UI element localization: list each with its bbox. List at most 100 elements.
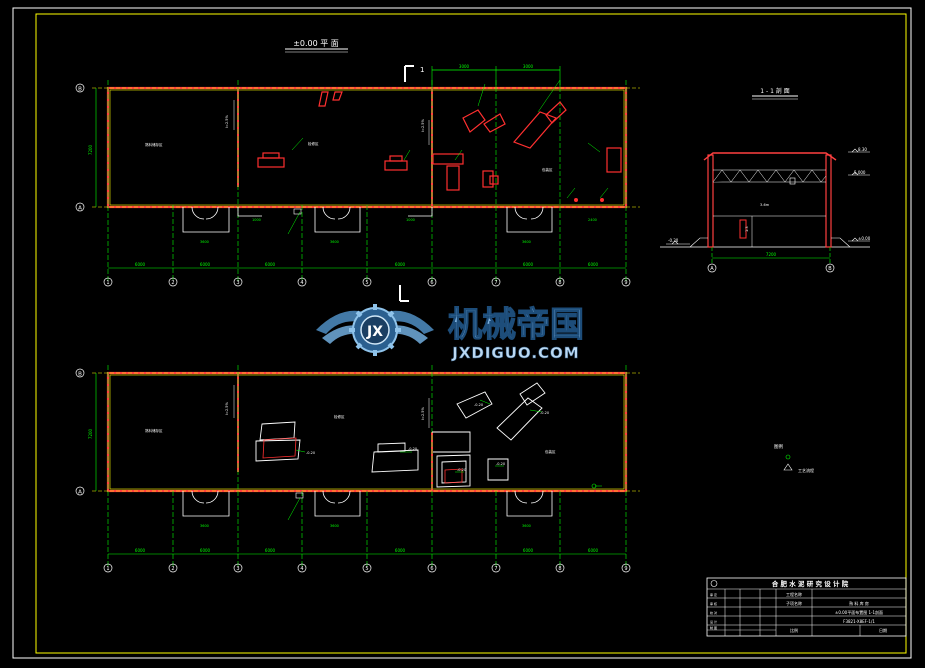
drawing-name: ±0.00平面布置图 1-1剖面 (835, 609, 883, 615)
elev-right: ±0.00 (858, 236, 871, 241)
svg-text:3000: 3000 (459, 64, 470, 69)
svg-text:2400: 2400 (588, 218, 597, 222)
svg-text:2: 2 (171, 280, 174, 286)
svg-text:9: 9 (624, 280, 627, 286)
svg-text:I=2.5%: I=2.5% (225, 114, 229, 128)
foundations-bottom (255, 382, 546, 488)
svg-text:6000: 6000 (523, 548, 534, 553)
svg-text:3600: 3600 (330, 524, 339, 528)
elev-top: 8.30 (858, 147, 867, 152)
svg-text:I=2.5%: I=2.5% (225, 401, 229, 415)
svg-text:3-6m: 3-6m (760, 203, 770, 207)
svg-text:I=2.5%: I=2.5% (421, 406, 425, 420)
svg-text:-0.20: -0.20 (306, 451, 315, 455)
title-block: 合 肥 水 泥 研 究 设 计 院 工程名称 子项名称 熟 料 库 房 ±0.0… (706, 577, 907, 637)
watermark-logo: JX 机械帝国 JXDIGUO.COM (316, 304, 585, 362)
svg-text:7: 7 (494, 280, 497, 286)
legend-item: 工艺流程 (798, 467, 814, 473)
section-title: 1 - 1 剖 面 (760, 87, 789, 95)
svg-text:7200: 7200 (766, 252, 777, 257)
sub-project-label: 子项名称 (786, 600, 802, 606)
svg-text:1: 1 (106, 566, 109, 572)
project-name-label: 工程名称 (786, 591, 802, 597)
door-group-top (182, 206, 553, 233)
column-bubbles-bottom: 1 2 3 4 5 6 7 8 9 (103, 563, 631, 573)
svg-text:6000: 6000 (265, 548, 276, 553)
building-outline (106, 86, 628, 209)
svg-text:3600: 3600 (522, 240, 531, 244)
svg-text:6000: 6000 (135, 262, 146, 267)
svg-text:4: 4 (300, 280, 303, 286)
top-plan: ±0.00 平 面 1 3000 3000 (75, 39, 640, 287)
svg-text:3: 3 (236, 566, 239, 572)
svg-text:6000: 6000 (200, 548, 211, 553)
svg-text:包装区: 包装区 (545, 449, 556, 454)
date-label: 日期 (879, 627, 887, 633)
svg-text:6000: 6000 (588, 262, 599, 267)
svg-text:制 图: 制 图 (710, 625, 717, 630)
svg-text:7200: 7200 (88, 144, 93, 155)
svg-text:3: 3 (236, 280, 239, 286)
svg-text:6000: 6000 (395, 548, 406, 553)
svg-text:审 核: 审 核 (710, 601, 717, 606)
svg-text:8: 8 (558, 280, 561, 286)
svg-text:6000: 6000 (395, 262, 406, 267)
svg-text:设 计: 设 计 (710, 619, 717, 624)
svg-text:5: 5 (365, 566, 368, 572)
axis-bubble-A: A (78, 206, 82, 212)
svg-text:1000: 1000 (406, 218, 415, 222)
svg-text:5: 5 (365, 280, 368, 286)
svg-text:7200: 7200 (88, 428, 93, 439)
svg-text:检修区: 检修区 (334, 414, 345, 419)
elev-mid: 5.000 (854, 170, 866, 175)
svg-text:包装区: 包装区 (542, 167, 553, 172)
svg-text:7: 7 (494, 566, 497, 572)
institute-name: 合 肥 水 泥 研 究 设 计 院 (771, 579, 849, 588)
svg-text:1: 1 (106, 280, 109, 286)
svg-text:B: B (828, 266, 832, 272)
equipment-top (257, 91, 622, 191)
svg-text:6000: 6000 (588, 548, 599, 553)
svg-text:6000: 6000 (265, 262, 276, 267)
svg-text:9: 9 (624, 566, 627, 572)
scale-label: 比例 (790, 627, 798, 633)
svg-text:JX: JX (366, 324, 383, 340)
watermark-en: JXDIGUO.COM (451, 344, 579, 362)
svg-text:6000: 6000 (135, 548, 146, 553)
svg-text:-0.20: -0.20 (540, 411, 549, 415)
svg-text:3600: 3600 (200, 524, 209, 528)
svg-text:6: 6 (430, 280, 433, 286)
watermark-cn: 机械帝国 (448, 305, 584, 345)
svg-text:3000: 3000 (523, 64, 534, 69)
top-plan-title: ±0.00 平 面 (293, 39, 339, 48)
svg-text:I=2.5%: I=2.5% (421, 118, 425, 132)
legend: 图例 工艺流程 (774, 443, 814, 473)
svg-text:校 对: 校 对 (710, 610, 717, 615)
svg-text:-0.20: -0.20 (496, 462, 505, 466)
svg-text:熟料储存区: 熟料储存区 (145, 142, 163, 147)
svg-text:审 定: 审 定 (710, 592, 717, 597)
svg-text:6000: 6000 (523, 262, 534, 267)
sub-project-value: 熟 料 库 房 (849, 600, 869, 606)
svg-text:熟料储存区: 熟料储存区 (145, 428, 163, 433)
svg-text:-0.20: -0.20 (457, 468, 466, 472)
svg-text:3600: 3600 (330, 240, 339, 244)
axis-bubble-B: B (78, 87, 82, 93)
svg-text:检修区: 检修区 (308, 141, 319, 146)
svg-text:8: 8 (558, 566, 561, 572)
svg-text:B: B (78, 372, 82, 378)
svg-text:4: 4 (300, 566, 303, 572)
svg-text:-0.20: -0.20 (474, 403, 483, 407)
bottom-plan: 7200 B A 6000 6000 6000 6000 6000 6000 1… (75, 285, 640, 573)
cut-mark-label: 1 (420, 66, 424, 74)
svg-text:6000: 6000 (200, 262, 211, 267)
svg-text:-0.20: -0.20 (408, 447, 417, 451)
building-outline-2 (106, 371, 628, 493)
svg-text:1:3: 1:3 (745, 226, 749, 232)
svg-text:1000: 1000 (252, 218, 261, 222)
svg-text:2: 2 (171, 566, 174, 572)
svg-text:6: 6 (430, 566, 433, 572)
inner-frame (35, 13, 907, 654)
